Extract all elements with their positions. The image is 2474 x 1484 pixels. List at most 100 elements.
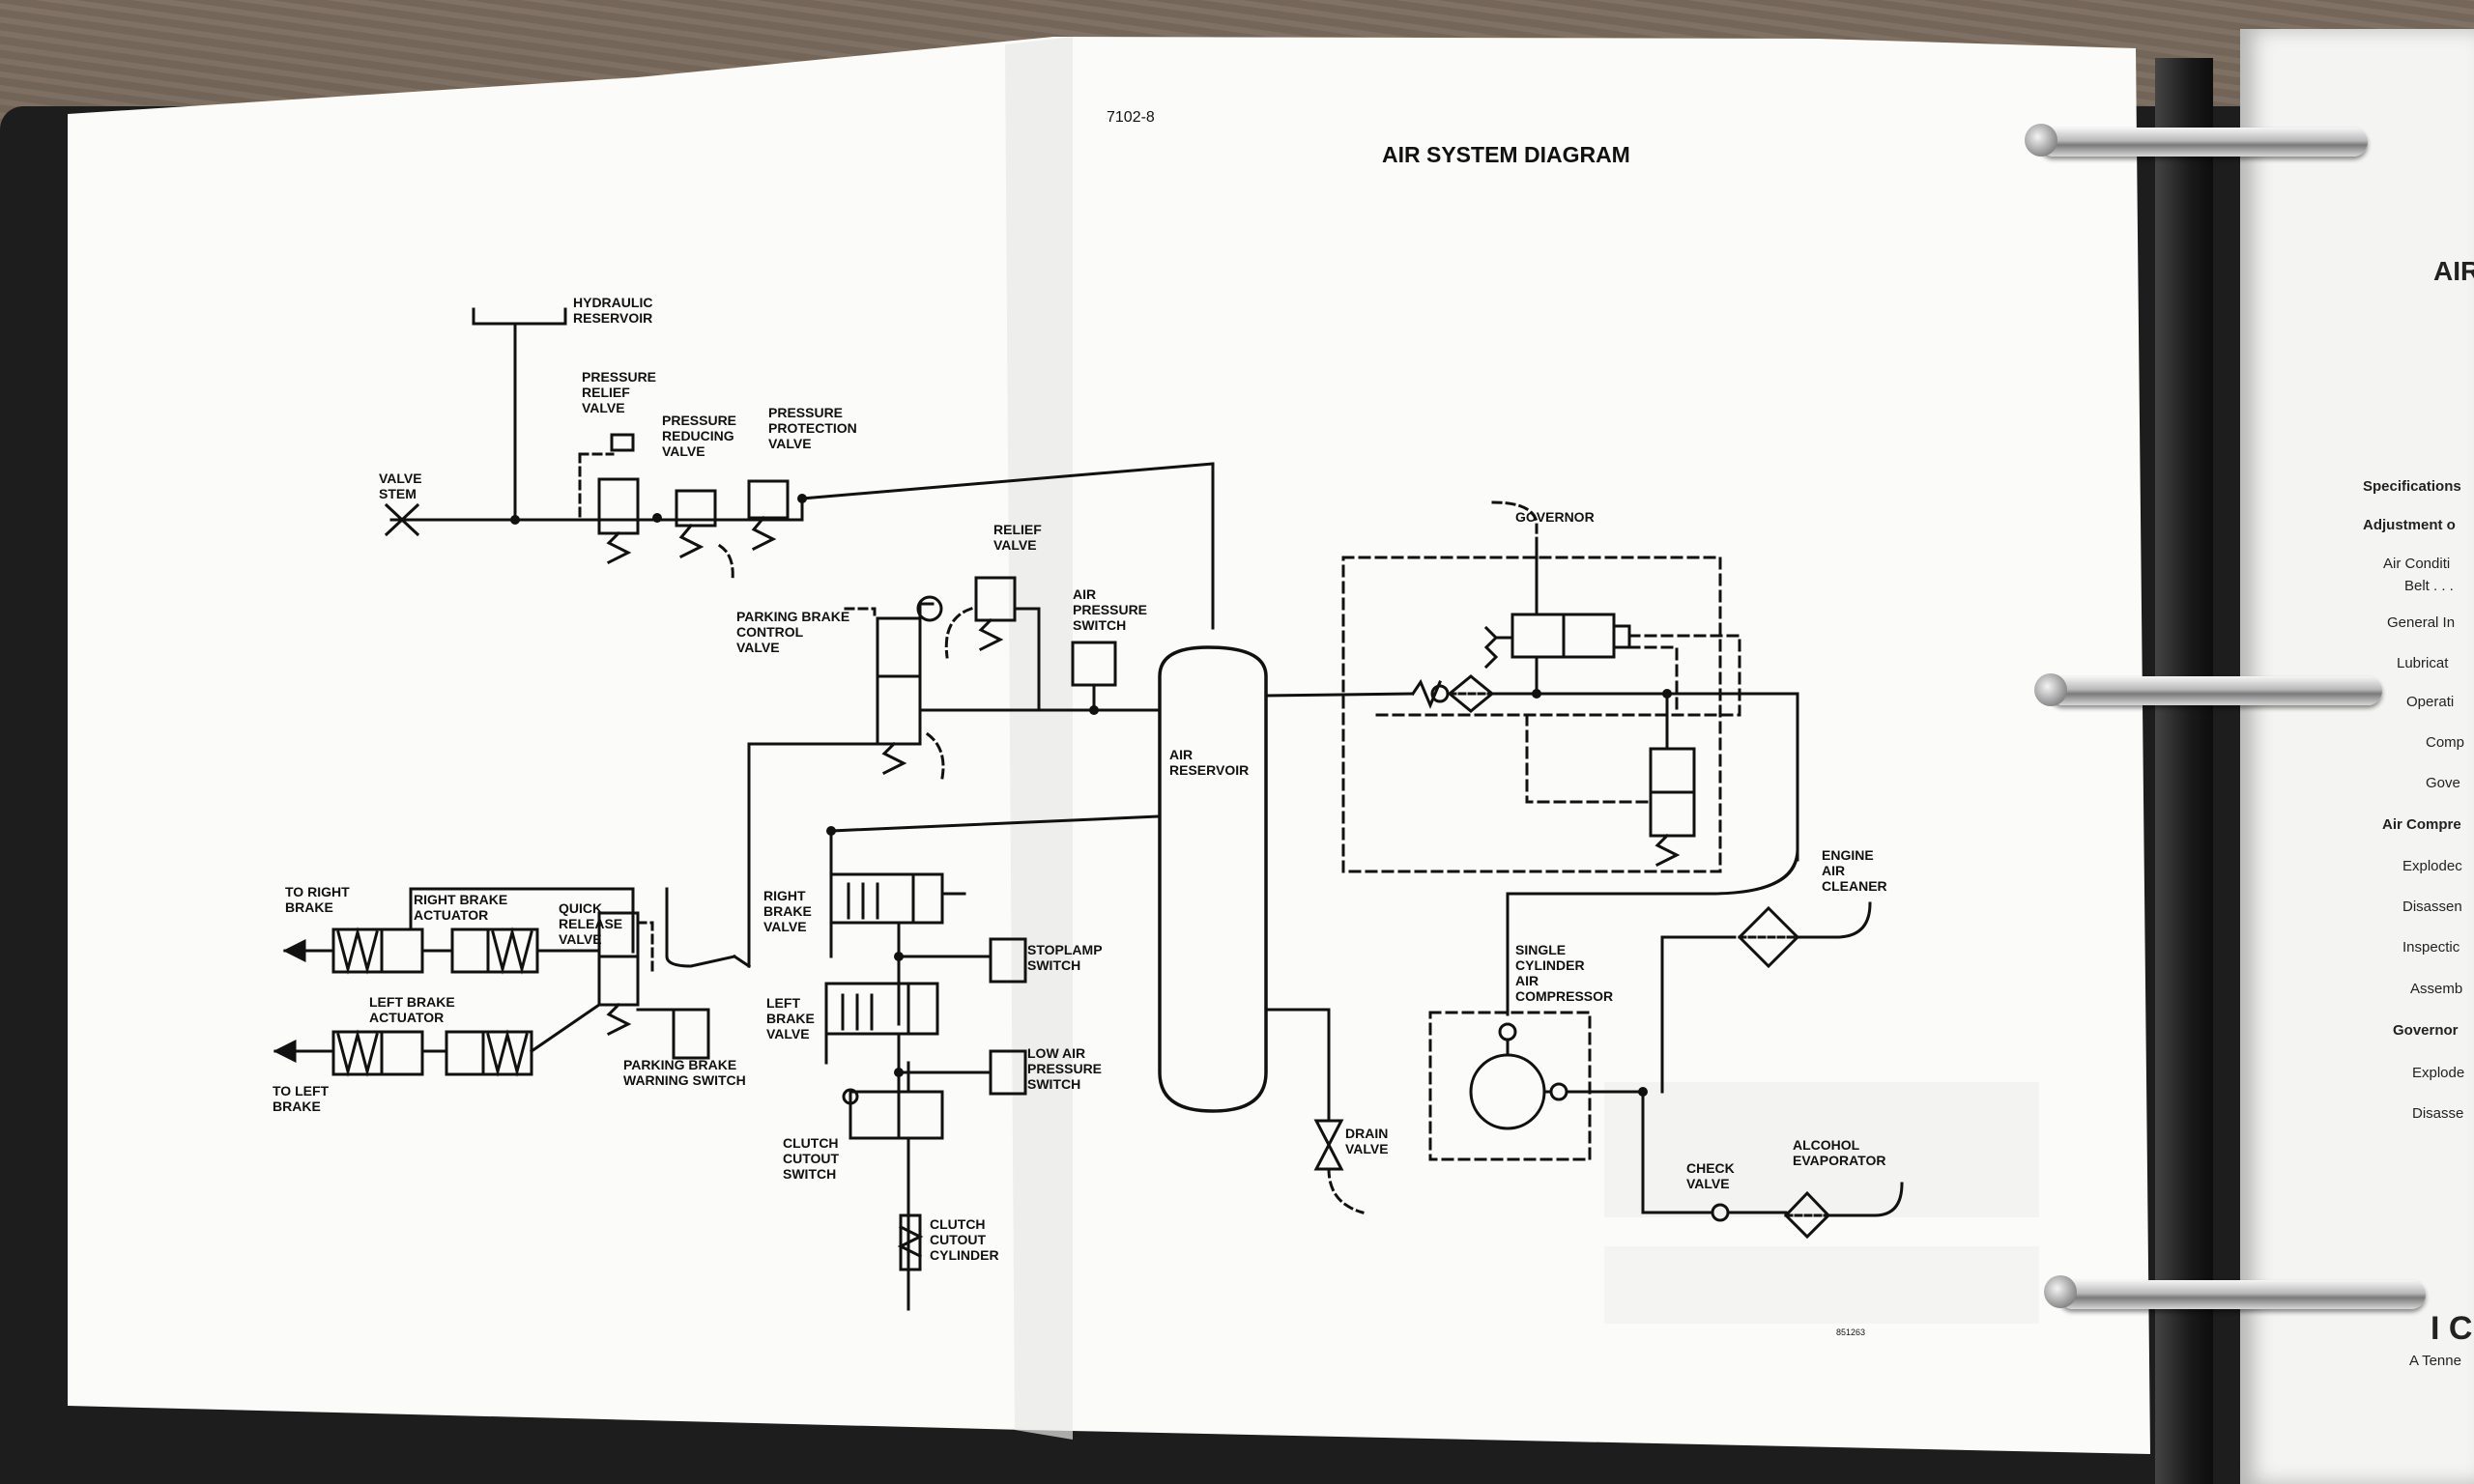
toc-entry: Comp — [2426, 734, 2465, 751]
toc-entry: Assemb — [2410, 981, 2463, 997]
toc-entry: Belt . . . — [2404, 578, 2454, 594]
label-line: SWITCH — [1027, 1076, 1080, 1092]
label-line: VALVE — [559, 931, 602, 947]
toc-entry: Air Conditi — [2383, 556, 2451, 572]
label-line: SWITCH — [783, 1166, 836, 1182]
label-line: DRAIN — [1345, 1126, 1388, 1141]
binder-ring-bottom-end — [2044, 1275, 2077, 1308]
binder-ring-top-end — [2025, 124, 2057, 157]
label-line: ALCOHOL — [1793, 1137, 1860, 1153]
next-page-logo: I C — [2431, 1310, 2473, 1347]
label-line: STOPLAMP — [1027, 942, 1103, 957]
toc-entry: Operati — [2406, 694, 2455, 710]
toc-entry: Adjustment o — [2363, 517, 2456, 533]
toc-entry: Specifications — [2363, 478, 2461, 495]
binder-ring-bottom — [2058, 1280, 2426, 1309]
label-line: BRAKE — [285, 899, 333, 915]
label-governor: GOVERNOR — [1515, 509, 1595, 525]
label-line: PARKING BRAKE — [736, 609, 849, 624]
label-line: ACTUATOR — [414, 907, 488, 923]
diagram-title: AIR SYSTEM DIAGRAM — [1382, 142, 1630, 167]
next-page-footer: A Tenne — [2409, 1353, 2461, 1369]
label-line: CUTOUT — [783, 1151, 840, 1166]
label-line: QUICK — [559, 900, 602, 916]
toc-entry: Disassen — [2402, 899, 2462, 915]
label-line: CONTROL — [736, 624, 804, 640]
label-line: CHECK — [1686, 1160, 1735, 1176]
label-line: SWITCH — [1073, 617, 1126, 633]
label-line: PRESSURE — [1073, 602, 1147, 617]
toc-entry: General In — [2387, 614, 2456, 631]
binder-ring-middle — [2049, 676, 2382, 705]
toc-entry: Explode — [2412, 1065, 2465, 1081]
label-line: PRESSURE — [582, 369, 656, 385]
diagram-labels: 7102-8 AIR SYSTEM DIAGRAM 851263 HYDRAUL… — [273, 109, 1887, 1337]
label-line: HYDRAULIC — [573, 295, 652, 310]
label-line: CLUTCH — [930, 1216, 986, 1232]
toc-entry: Governor — [2393, 1022, 2459, 1039]
label-line: CLEANER — [1822, 878, 1887, 894]
label-line: PRESSURE — [768, 405, 843, 420]
label-line: LEFT — [766, 995, 800, 1011]
toc-entry: Explodec — [2402, 858, 2462, 874]
toc-entry: Air Compre — [2382, 816, 2461, 833]
binder-spine — [2155, 58, 2213, 1484]
label-line: SWITCH — [1027, 957, 1080, 973]
label-line: AIR — [1515, 973, 1539, 988]
label-line: RESERVOIR — [1169, 762, 1249, 778]
label-line: RELIEF — [582, 385, 630, 400]
label-line: RIGHT — [763, 888, 806, 903]
label-line: CYLINDER — [930, 1247, 999, 1263]
label-line: RELEASE — [559, 916, 622, 931]
label-line: WARNING SWITCH — [623, 1072, 746, 1088]
toc-entry: Gove — [2426, 775, 2460, 791]
label-line: VALVE — [736, 640, 780, 655]
label-line: LEFT BRAKE — [369, 994, 455, 1010]
label-line: AIR — [1073, 586, 1096, 602]
label-line: VALVE — [1686, 1176, 1730, 1191]
paper-spread — [68, 37, 2150, 1454]
label-line: CYLINDER — [1515, 957, 1585, 973]
label-line: VALVE — [582, 400, 625, 415]
label-line: PROTECTION — [768, 420, 857, 436]
figure-id: 851263 — [1836, 1327, 1865, 1337]
label-line: RESERVOIR — [573, 310, 652, 326]
label-line: TO RIGHT — [285, 884, 350, 899]
label-line: BRAKE — [763, 903, 812, 919]
label-line: VALVE — [1345, 1141, 1389, 1156]
label-line: VALVE — [993, 537, 1037, 553]
label-line: VALVE — [768, 436, 812, 451]
label-line: CLUTCH — [783, 1135, 839, 1151]
label-line: VALVE — [763, 919, 807, 934]
toc-entry: Lubricat — [2397, 655, 2449, 671]
label-line: GOVERNOR — [1515, 509, 1595, 525]
label-line: VALVE — [766, 1026, 810, 1042]
label-line: PARKING BRAKE — [623, 1057, 736, 1072]
label-line: RIGHT BRAKE — [414, 892, 507, 907]
label-line: TO LEFT — [273, 1083, 330, 1099]
label-line: ACTUATOR — [369, 1010, 444, 1025]
label-line: AIR — [1169, 747, 1193, 762]
page-number: 7102-8 — [1107, 109, 1155, 126]
